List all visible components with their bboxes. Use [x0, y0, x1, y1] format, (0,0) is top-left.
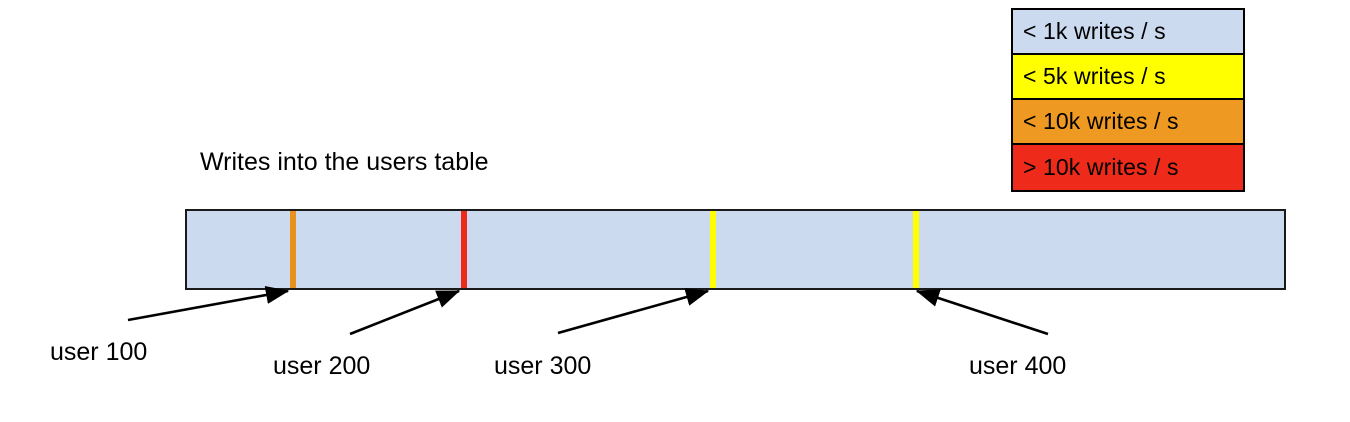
legend-row-over-10k: > 10k writes / s [1013, 145, 1243, 190]
arrow-user-300 [557, 288, 710, 335]
legend-label-under-1k: < 1k writes / s [1023, 18, 1166, 44]
users-table-band [185, 209, 1286, 290]
marker-user-200 [461, 211, 467, 288]
arrow-user-200 [349, 289, 461, 336]
legend-row-under-1k: < 1k writes / s [1013, 10, 1243, 55]
arrow-user-100 [127, 285, 290, 322]
callout-label-user-200: user 200 [273, 352, 371, 380]
legend-label-under-5k: < 5k writes / s [1023, 63, 1166, 89]
arrow-user-400 [915, 289, 1049, 336]
chart-title: Writes into the users table [200, 148, 489, 176]
legend-label-over-10k: > 10k writes / s [1023, 154, 1179, 180]
callout-label-user-100: user 100 [50, 338, 148, 366]
legend-row-under-5k: < 5k writes / s [1013, 55, 1243, 100]
marker-user-400 [913, 211, 919, 288]
legend-row-under-10k: < 10k writes / s [1013, 100, 1243, 145]
callout-label-user-400: user 400 [969, 352, 1067, 380]
legend: < 1k writes / s < 5k writes / s < 10k wr… [1011, 8, 1245, 192]
marker-user-300 [710, 211, 716, 288]
callout-label-user-300: user 300 [494, 352, 592, 380]
legend-label-under-10k: < 10k writes / s [1023, 108, 1179, 134]
marker-user-100 [290, 211, 296, 288]
